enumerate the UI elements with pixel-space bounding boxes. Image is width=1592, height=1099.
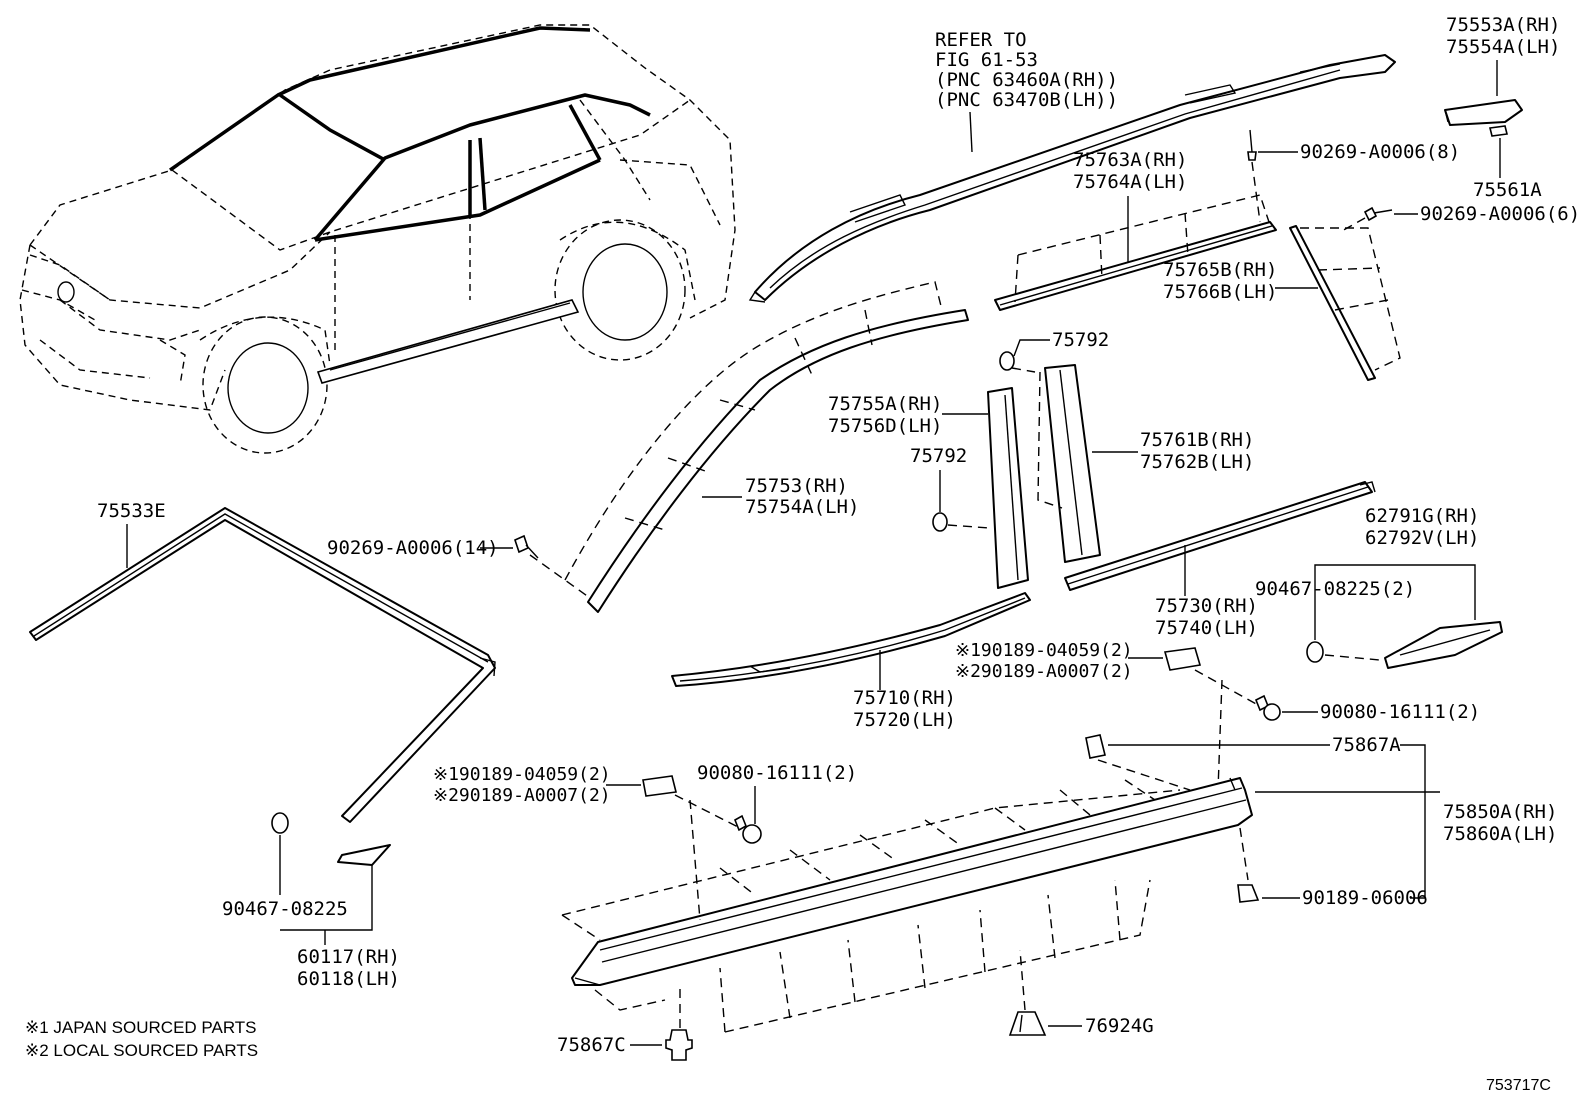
frame-75753-rh: 75753(RH) xyxy=(745,475,848,497)
clip-right-line-2: ※290189-A0007(2) xyxy=(955,661,1133,682)
clip-left-line-1: ※190189-04059(2) xyxy=(433,764,611,785)
belt-75710-rh: 75710(RH) xyxy=(853,687,956,709)
clip-75561-label: 75561A xyxy=(1473,179,1542,201)
upper-belt-moulding xyxy=(994,194,1277,311)
clip-75792-mid-label: 75792 xyxy=(910,445,967,467)
clip-75867a-label: 75867A xyxy=(1332,734,1401,756)
pillar-75761-callout: 75761B(RH) 75762B(LH) xyxy=(1092,429,1254,473)
cover-75553-callout: 75553A(RH) 75554A(LH) 75561A xyxy=(1446,14,1560,201)
screw-90080-left-label: 90080-16111(2) xyxy=(697,762,857,784)
clip-75792-mid: 75792 xyxy=(910,445,991,532)
pillar-75755-rh: 75755A(RH) xyxy=(828,393,942,415)
screw-14-part: 90269-A0006(14) xyxy=(327,534,539,559)
side-mld-75850-rh: 75850A(RH) xyxy=(1443,801,1557,823)
frame-75753-callout: 75753(RH) 75754A(LH) xyxy=(702,475,859,518)
nut-90467-2-label: 90467-08225(2) xyxy=(1255,578,1415,600)
mld-62791-callout: 62791G(RH) 62792V(LH) 90467-08225(2) xyxy=(1255,505,1479,600)
roof-rail xyxy=(748,54,1396,303)
cover-75553-rh: 75553A(RH) xyxy=(1446,14,1560,36)
mld-62791-lh: 62792V(LH) xyxy=(1365,527,1479,549)
clip-75792-top-label: 75792 xyxy=(1052,329,1109,351)
clip-right-line-1: ※190189-04059(2) xyxy=(955,640,1133,661)
windshield-moulding xyxy=(29,507,496,823)
roof-rail-ref-line-1: REFER TO xyxy=(935,29,1027,51)
clip-left-line-2: ※290189-A0007(2) xyxy=(433,785,611,806)
cover-75553-lh: 75554A(LH) xyxy=(1446,36,1560,58)
screw-90080-right: 90080-16111(2) xyxy=(1254,694,1480,723)
pillar-75755-lh: 75756D(LH) xyxy=(828,415,942,437)
windshield-75533-callout: 75533E xyxy=(97,500,166,568)
screw-6-part: 90269-A0006(6) xyxy=(1339,203,1580,233)
rear-door-lower-moulding xyxy=(1306,564,1503,669)
screw-90080-right-label: 90080-16111(2) xyxy=(1320,701,1480,723)
pillar-75761-rh: 75761B(RH) xyxy=(1140,429,1254,451)
rear-mld-75765-rh: 75765B(RH) xyxy=(1163,259,1277,281)
rocker-side-moulding xyxy=(561,777,1253,1033)
rear-cover-part xyxy=(1444,99,1523,137)
belt-75730-lh: 75740(LH) xyxy=(1155,617,1258,639)
nut-90467-label: 90467-08225 xyxy=(222,898,348,920)
windshield-75533-label: 75533E xyxy=(97,500,166,522)
rear-mld-75765-lh: 75766B(LH) xyxy=(1163,281,1277,303)
note-local-sourced: ※2 LOCAL SOURCED PARTS xyxy=(25,1041,258,1060)
protector-pad: 60117(RH) 60118(LH) xyxy=(280,844,400,990)
rear-pillar-garnish xyxy=(1037,364,1101,563)
rear-quarter-moulding xyxy=(1289,225,1401,381)
screw-90080-left: 90080-16111(2) xyxy=(697,762,857,844)
pillar-75755-callout: 75755A(RH) 75756D(LH) xyxy=(828,393,988,437)
vehicle-overview xyxy=(19,24,736,454)
front-belt-moulding xyxy=(671,592,1031,687)
rear-belt-moulding xyxy=(1064,481,1376,591)
roof-rail-ref-line-3: (PNC 63460A(RH)) xyxy=(935,69,1118,91)
clip-group-left: ※190189-04059(2) ※290189-A0007(2) xyxy=(433,764,741,921)
roof-rail-callout: REFER TO FIG 61-53 (PNC 63460A(RH)) (PNC… xyxy=(935,29,1118,153)
belt-75730-callout: 75730(RH) 75740(LH) xyxy=(1155,545,1258,639)
screw-8-part: 90269-A0006(8) xyxy=(1247,129,1460,223)
clip-75867c: 75867C xyxy=(557,985,693,1061)
clip-75792-top: 75792 xyxy=(999,329,1109,373)
clip-76924g-label: 76924G xyxy=(1085,1015,1154,1037)
side-mld-75850-lh: 75860A(LH) xyxy=(1443,823,1557,845)
clip-76924g: 76924G xyxy=(1008,949,1154,1037)
door-frame-moulding xyxy=(529,281,969,613)
rear-mld-75765-callout: 75765B(RH) 75766B(LH) xyxy=(1163,259,1318,303)
clip-75867c-label: 75867C xyxy=(557,1034,626,1056)
screw-6-label: 90269-A0006(6) xyxy=(1420,203,1580,225)
clip-90189-06006-label: 90189-06006 xyxy=(1302,887,1428,909)
front-pillar-garnish xyxy=(987,387,1029,589)
roof-rail-ref-line-4: (PNC 63470B(LH)) xyxy=(935,89,1118,111)
belt-75710-lh: 75720(LH) xyxy=(853,709,956,731)
roof-rail-ref-line-2: FIG 61-53 xyxy=(935,49,1038,71)
pad-60117-lh: 60118(LH) xyxy=(297,968,400,990)
clip-75867a: 75867A xyxy=(1085,734,1426,899)
belt-75763-lh: 75764A(LH) xyxy=(1073,171,1187,193)
pillar-75761-lh: 75762B(LH) xyxy=(1140,451,1254,473)
screw-8-label: 90269-A0006(8) xyxy=(1300,141,1460,163)
clip-group-right: ※190189-04059(2) ※290189-A0007(2) xyxy=(955,640,1259,791)
screw-14-label: 90269-A0006(14) xyxy=(327,537,499,559)
figure-id: 753717C xyxy=(1486,1077,1551,1094)
note-japan-sourced: ※1 JAPAN SOURCED PARTS xyxy=(25,1018,257,1037)
belt-75710-callout: 75710(RH) 75720(LH) xyxy=(853,650,956,731)
nut-90467: 90467-08225 xyxy=(222,812,348,920)
mld-62791-rh: 62791G(RH) xyxy=(1365,505,1479,527)
side-mld-75850-callout: 75850A(RH) 75860A(LH) xyxy=(1255,791,1557,845)
clip-90189-06006: 90189-06006 xyxy=(1237,884,1428,909)
belt-75763-rh: 75763A(RH) xyxy=(1073,149,1187,171)
belt-75730-rh: 75730(RH) xyxy=(1155,595,1258,617)
frame-75753-lh: 75754A(LH) xyxy=(745,496,859,518)
belt-75763-callout: 75763A(RH) 75764A(LH) xyxy=(1073,149,1187,262)
pad-60117-rh: 60117(RH) xyxy=(297,946,400,968)
